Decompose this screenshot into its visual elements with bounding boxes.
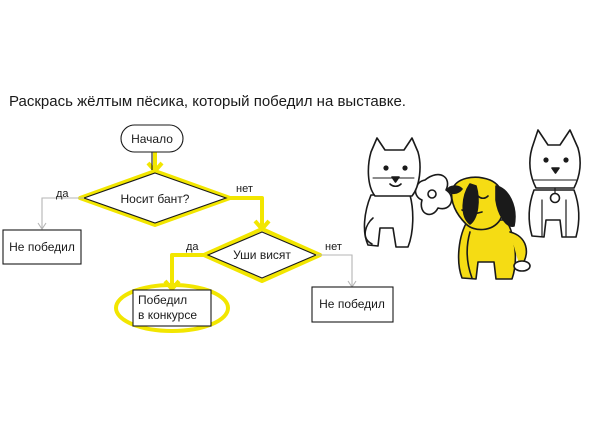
decision1-no-label: нет — [236, 183, 253, 195]
decision1-label: Носит бант? — [121, 192, 190, 206]
lose2-label: Не победил — [319, 297, 385, 311]
highlight-decision1 — [78, 169, 232, 227]
dog-pointy-ears-icon — [528, 129, 581, 238]
lose1-label: Не победил — [9, 240, 75, 254]
task-text: Раскрась жёлтым пёсика, который победил … — [9, 93, 406, 110]
lose1-node — [2, 229, 82, 265]
decision2-no-line — [316, 254, 353, 286]
start-label: Начало — [131, 132, 173, 146]
dog3-eye-left — [543, 157, 549, 163]
dog3-head — [529, 129, 581, 189]
win-label-line2: в конкурсе — [138, 308, 197, 322]
dog3-eye-right — [563, 157, 569, 163]
lose2-node — [311, 286, 394, 323]
highlight-decision2 — [202, 227, 322, 283]
dog2-ear-right — [495, 185, 516, 227]
dog1-front-leg — [364, 217, 374, 245]
dog1-eye-left — [383, 165, 389, 171]
dog2-collar — [461, 209, 483, 215]
decision1-node — [82, 172, 228, 224]
decision2-node — [206, 231, 318, 279]
dog2-tail-tip — [513, 260, 531, 272]
dog3-collar-tag — [549, 192, 561, 204]
decision1-yes-label: да — [56, 188, 69, 200]
decision1-yes-line — [41, 197, 84, 228]
win-node — [132, 289, 212, 327]
dog1-mouth — [389, 183, 402, 188]
bow-knot — [427, 189, 437, 199]
highlight-path — [78, 151, 322, 333]
dog1-body — [363, 194, 414, 248]
decision2-no-label: нет — [325, 241, 342, 253]
win-label-line1: Победил — [138, 293, 187, 307]
dog2-eye — [477, 195, 489, 200]
decision1-yes-arrowhead — [37, 222, 47, 230]
dog-with-bow-icon — [363, 137, 453, 248]
highlight-winner-circle — [114, 283, 230, 333]
highlight-no-branch — [230, 196, 264, 228]
dog-floppy-ears-icon — [446, 176, 531, 280]
highlight-yes-branch — [170, 253, 204, 288]
dog2-nose — [446, 185, 463, 195]
dog1-head — [367, 137, 421, 197]
dog3-nose — [551, 167, 560, 174]
dog2-front-leg — [466, 231, 473, 279]
decision2-label: Уши висят — [233, 248, 291, 262]
decision2-yes-label: да — [186, 241, 199, 253]
dog1-nose — [391, 176, 400, 183]
flowchart-lines — [2, 124, 394, 327]
dog1-eye-right — [402, 165, 408, 171]
